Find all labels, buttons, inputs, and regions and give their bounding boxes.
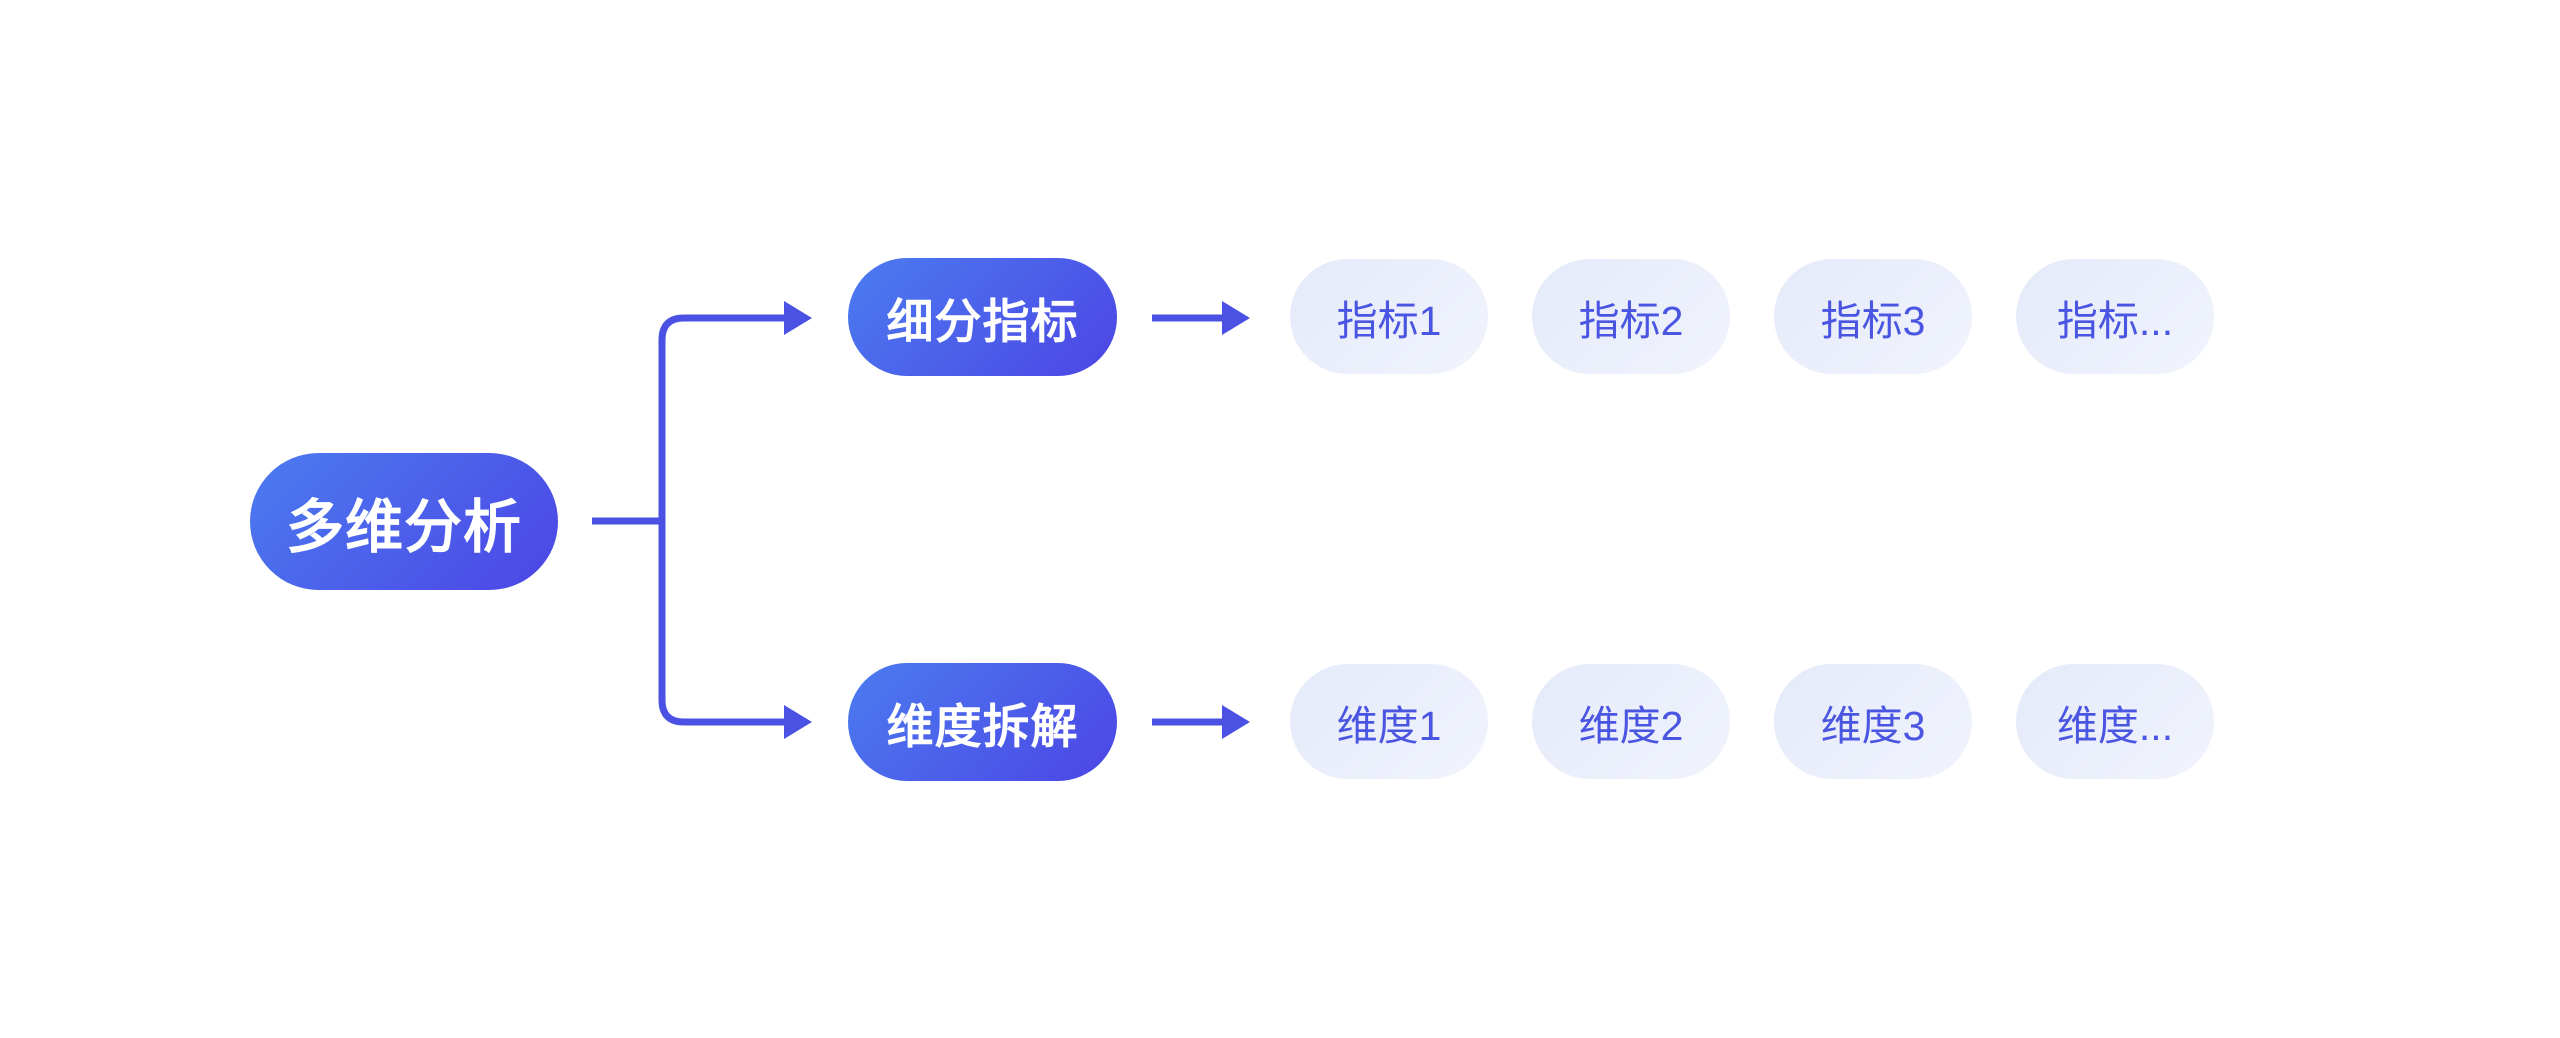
root-node-label: 多维分析 bbox=[285, 494, 522, 560]
arrowhead-icon bbox=[1222, 705, 1250, 739]
leaf-node-label: 指标1 bbox=[1336, 297, 1442, 344]
arrowhead-icon bbox=[784, 705, 812, 739]
leaf-node-label: 维度3 bbox=[1820, 702, 1926, 749]
leaf-node-dimension-3: 维度3 bbox=[1774, 664, 1972, 779]
branch-node-dimensions: 维度拆解 bbox=[848, 663, 1117, 781]
leaf-node-metric-3: 指标3 bbox=[1774, 259, 1972, 374]
fork-top-line bbox=[658, 314, 786, 521]
leaf-node-metric-2: 指标2 bbox=[1532, 259, 1730, 374]
leaf-node-dimension-2: 维度2 bbox=[1532, 664, 1730, 779]
leaf-node-label: 指标2 bbox=[1578, 297, 1684, 344]
leaf-node-metric-more: 指标... bbox=[2016, 259, 2214, 374]
arrowhead-icon bbox=[1222, 301, 1250, 335]
fork-bottom-line bbox=[658, 521, 786, 726]
leaf-node-label: 维度2 bbox=[1578, 702, 1684, 749]
branch-node-label: 细分指标 bbox=[886, 294, 1079, 348]
leaf-node-metric-1: 指标1 bbox=[1290, 259, 1488, 374]
leaf-node-label: 维度1 bbox=[1336, 702, 1442, 749]
leaf-node-label: 维度... bbox=[2056, 702, 2174, 749]
arrowhead-icon bbox=[784, 301, 812, 335]
leaf-node-dimension-1: 维度1 bbox=[1290, 664, 1488, 779]
leaf-node-dimension-more: 维度... bbox=[2016, 664, 2214, 779]
leaf-node-label: 指标3 bbox=[1820, 297, 1926, 344]
branch-node-metrics: 细分指标 bbox=[848, 258, 1117, 376]
root-node: 多维分析 bbox=[250, 453, 558, 590]
leaf-node-label: 指标... bbox=[2056, 297, 2174, 344]
branch-node-label: 维度拆解 bbox=[886, 699, 1079, 753]
